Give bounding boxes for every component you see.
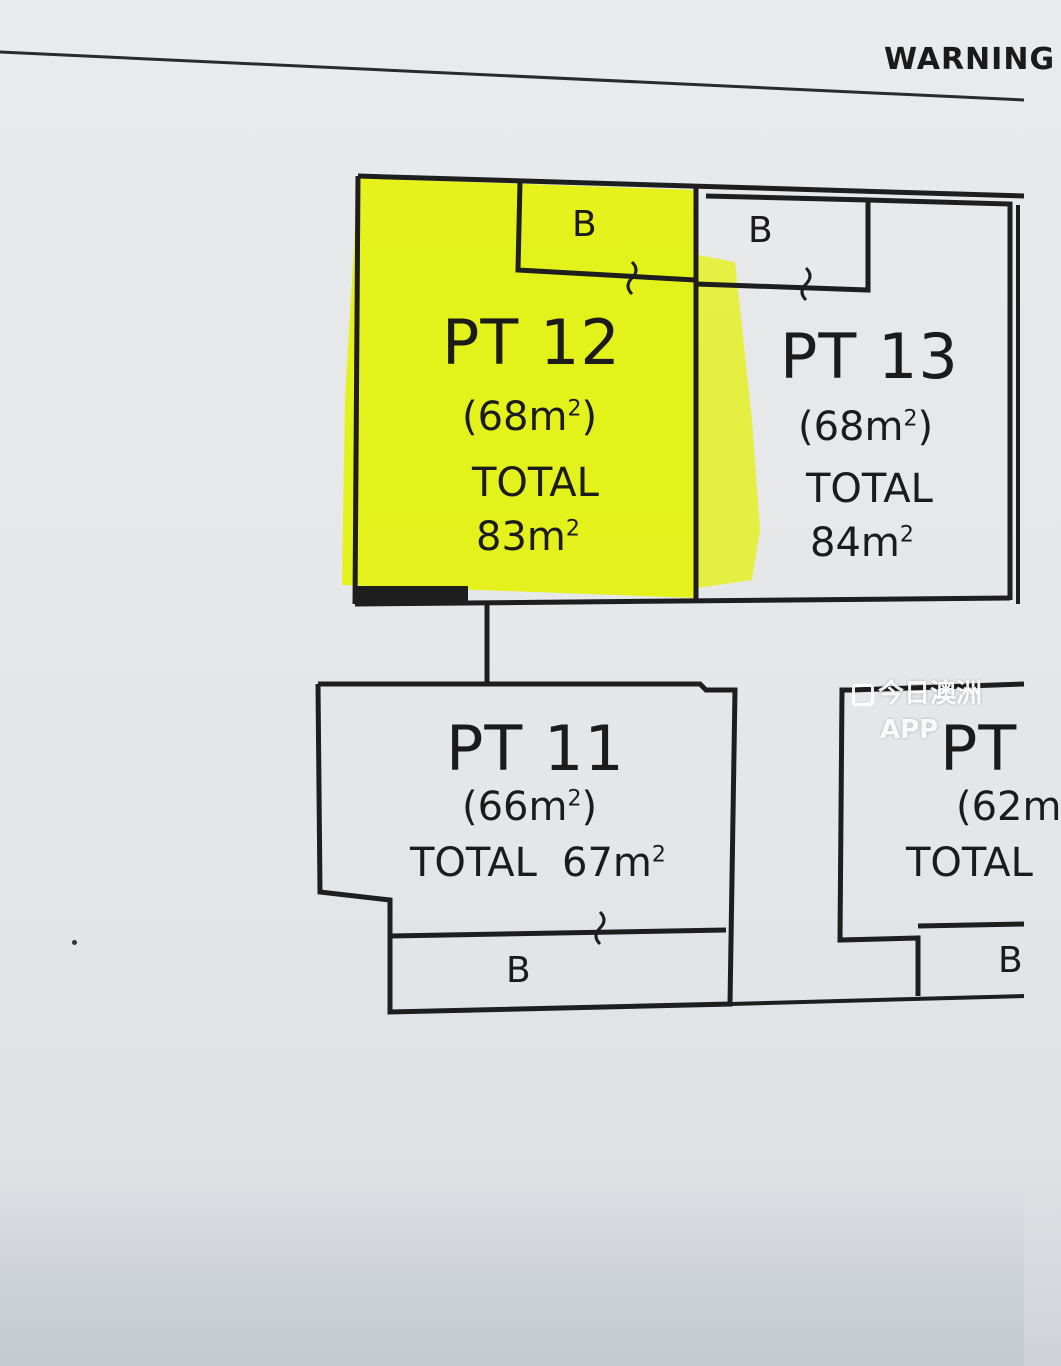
store-label-pt10: B <box>998 940 1023 981</box>
total-label-pt13: TOTAL <box>806 466 933 512</box>
thick-wall-pt12 <box>356 586 468 602</box>
highlight-pt12 <box>342 178 760 598</box>
store-label-pt13: B <box>748 210 773 251</box>
unit-area-pt11: (66m2) <box>462 784 598 830</box>
unit-outline-pt13 <box>867 197 1013 600</box>
plan-sheet: WARNING B PT 12 (68m2) TOTAL 83m2 B PT 1… <box>0 42 1061 1366</box>
unit-outline-pt10 <box>837 681 1025 996</box>
total-value-pt11: 67m2 <box>562 840 666 886</box>
total-label-pt12: TOTAL <box>472 460 599 506</box>
total-value-pt12: 83m2 <box>476 514 580 560</box>
unit-area-pt10: (62m <box>956 784 1061 830</box>
store-b-pt11-link <box>594 910 606 946</box>
app-logo-icon <box>852 683 874 706</box>
store-b-pt12-box <box>515 181 696 283</box>
store-label-pt11: B <box>506 950 531 991</box>
unit-name-pt11: PT 11 <box>446 712 625 785</box>
unit-outline-pt12 <box>352 173 1025 607</box>
app-watermark: 今日澳洲 APP <box>852 676 982 748</box>
unit-name-pt10: PT <box>940 712 1018 785</box>
store-b-pt13-link <box>800 266 812 302</box>
total-label-pt11: TOTAL <box>410 840 537 886</box>
unit-name-pt13: PT 13 <box>780 320 959 393</box>
store-b-pt13-box <box>695 193 871 293</box>
unit-area-pt13: (68m2) <box>798 404 934 450</box>
total-label-pt10: TOTAL <box>906 840 1033 886</box>
bottom-run-line <box>729 994 1025 1006</box>
paper-speck <box>72 940 77 945</box>
unit-area-pt12: (68m2) <box>462 394 598 440</box>
floor-plan-drawing <box>0 50 1025 1015</box>
total-value-pt13: 84m2 <box>810 520 914 566</box>
store-b-pt12-link <box>626 260 638 296</box>
sheet-border-line <box>0 50 1025 102</box>
warning-label: WARNING <box>884 42 1056 77</box>
store-label-pt12: B <box>572 204 597 245</box>
page-shadow <box>0 1180 1024 1366</box>
unit-name-pt12: PT 12 <box>442 306 621 379</box>
